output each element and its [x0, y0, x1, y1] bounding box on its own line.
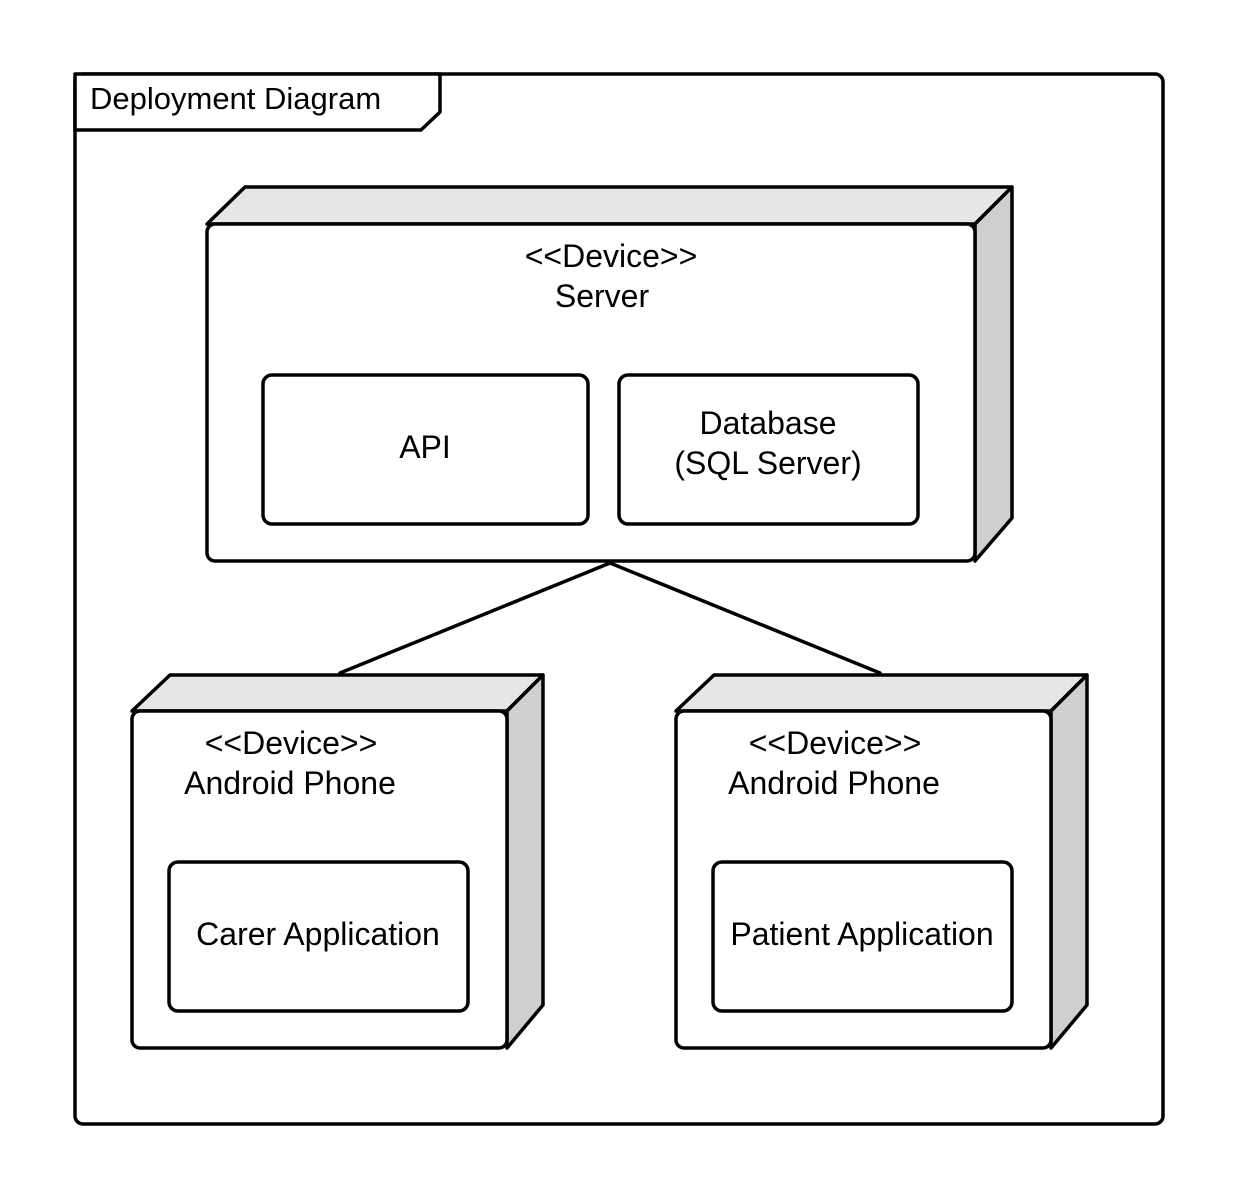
- patient-phone-stereotype: <<Device>>: [749, 725, 922, 761]
- connector-server-patient: [608, 561, 882, 675]
- api-component-box: [261, 373, 590, 526]
- database-component-sublabel: (SQL Server): [674, 445, 861, 481]
- database-component-box: [617, 373, 920, 526]
- patient-application-label: Patient Application: [730, 916, 993, 952]
- patient-application-box: [711, 860, 1014, 1013]
- carer-phone-node[interactable]: <<Device>> Android Phone Carer Applicati…: [130, 673, 545, 1050]
- patient-phone-node-top: [674, 673, 1089, 713]
- carer-application-label: Carer Application: [196, 916, 440, 952]
- server-stereotype: <<Device>>: [525, 238, 698, 274]
- database-component-label: Database: [700, 405, 837, 441]
- carer-phone-node-side: [505, 673, 545, 1050]
- frame-title: Deployment Diagram: [90, 81, 381, 116]
- carer-phone-name: Android Phone: [184, 765, 396, 801]
- database-component[interactable]: Database (SQL Server): [617, 373, 920, 526]
- patient-phone-name: Android Phone: [728, 765, 940, 801]
- server-node-top: [205, 185, 1014, 226]
- api-component-label: API: [399, 429, 451, 465]
- server-node[interactable]: <<Device>> Server API Database (SQL Serv…: [205, 185, 1014, 563]
- connector-server-carer: [338, 561, 612, 675]
- api-component[interactable]: API: [261, 373, 590, 526]
- server-name: Server: [555, 278, 650, 314]
- carer-phone-node-top: [130, 673, 545, 713]
- carer-application-box: [167, 860, 470, 1013]
- patient-phone-node-side: [1049, 673, 1089, 1050]
- patient-phone-node[interactable]: <<Device>> Android Phone Patient Applica…: [674, 673, 1089, 1050]
- server-node-side: [973, 185, 1014, 563]
- carer-phone-stereotype: <<Device>>: [205, 725, 378, 761]
- frame-title-tab: [73, 72, 442, 132]
- connectors: [338, 561, 882, 675]
- carer-application-component[interactable]: Carer Application: [167, 860, 470, 1013]
- patient-application-component[interactable]: Patient Application: [711, 860, 1014, 1013]
